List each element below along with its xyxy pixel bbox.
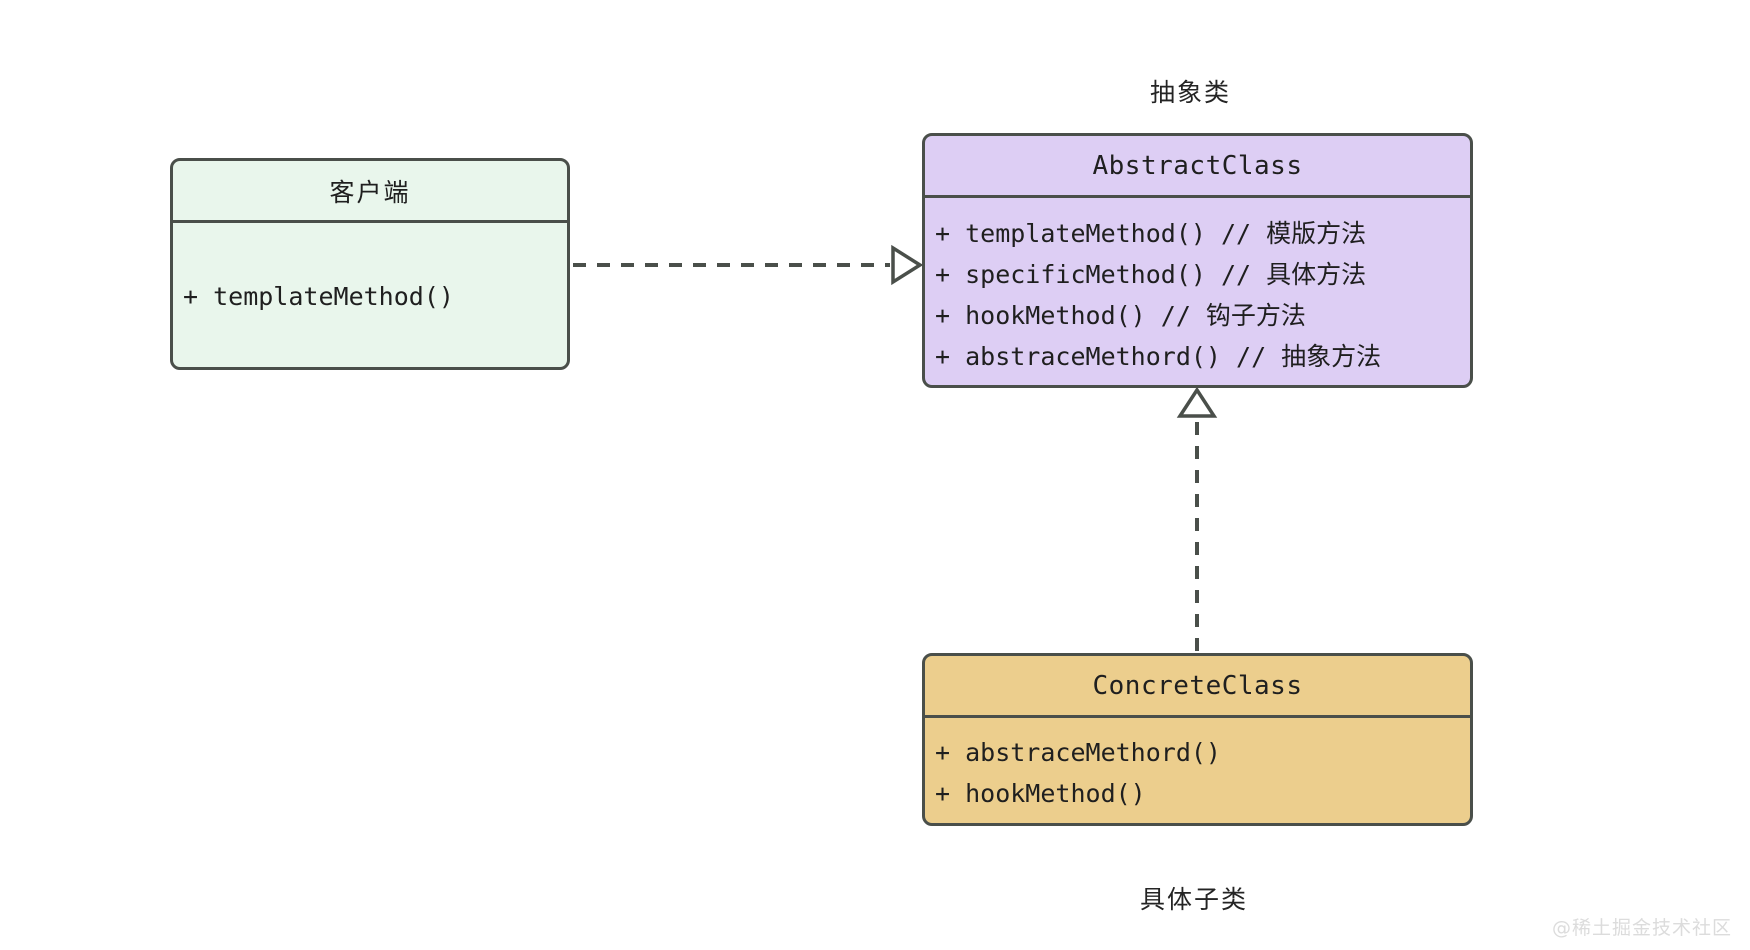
uml-class-client-title: 客户端 — [173, 161, 567, 223]
connector-concrete-to-abstract — [1176, 386, 1218, 651]
uml-class-abstractclass-members: + templateMethod() // 模版方法 + specificMet… — [925, 198, 1470, 385]
uml-member-row: + hookMethod() // 钩子方法 — [935, 301, 1306, 330]
uml-member-row: + hookMethod() — [935, 779, 1146, 808]
uml-class-client-members: + templateMethod() — [173, 223, 567, 367]
uml-class-concreteclass-title: ConcreteClass — [925, 656, 1470, 718]
caption-concrete-subclass: 具体子类 — [1140, 885, 1249, 914]
connector-client-to-abstract — [573, 244, 924, 286]
uml-class-client[interactable]: 客户端 + templateMethod() — [170, 158, 570, 370]
uml-class-concreteclass-members: + abstraceMethord() + hookMethod() — [925, 718, 1470, 823]
uml-class-concreteclass[interactable]: ConcreteClass + abstraceMethord() + hook… — [922, 653, 1473, 826]
hollow-triangle-arrowhead-right — [891, 244, 924, 286]
uml-member-row: + abstraceMethord() // 抽象方法 — [935, 342, 1382, 371]
uml-member-row: + templateMethod() // 模版方法 — [935, 219, 1367, 248]
caption-abstract-class: 抽象类 — [1150, 78, 1232, 107]
uml-member-row: + abstraceMethord() — [935, 738, 1221, 767]
watermark: @稀土掘金技术社区 — [1551, 917, 1732, 939]
uml-member-row: + templateMethod() — [183, 282, 454, 311]
hollow-triangle-arrowhead-up — [1176, 386, 1218, 418]
uml-class-abstractclass-title: AbstractClass — [925, 136, 1470, 198]
uml-class-abstractclass[interactable]: AbstractClass + templateMethod() // 模版方法… — [922, 133, 1473, 388]
uml-member-row: + specificMethod() // 具体方法 — [935, 260, 1367, 289]
